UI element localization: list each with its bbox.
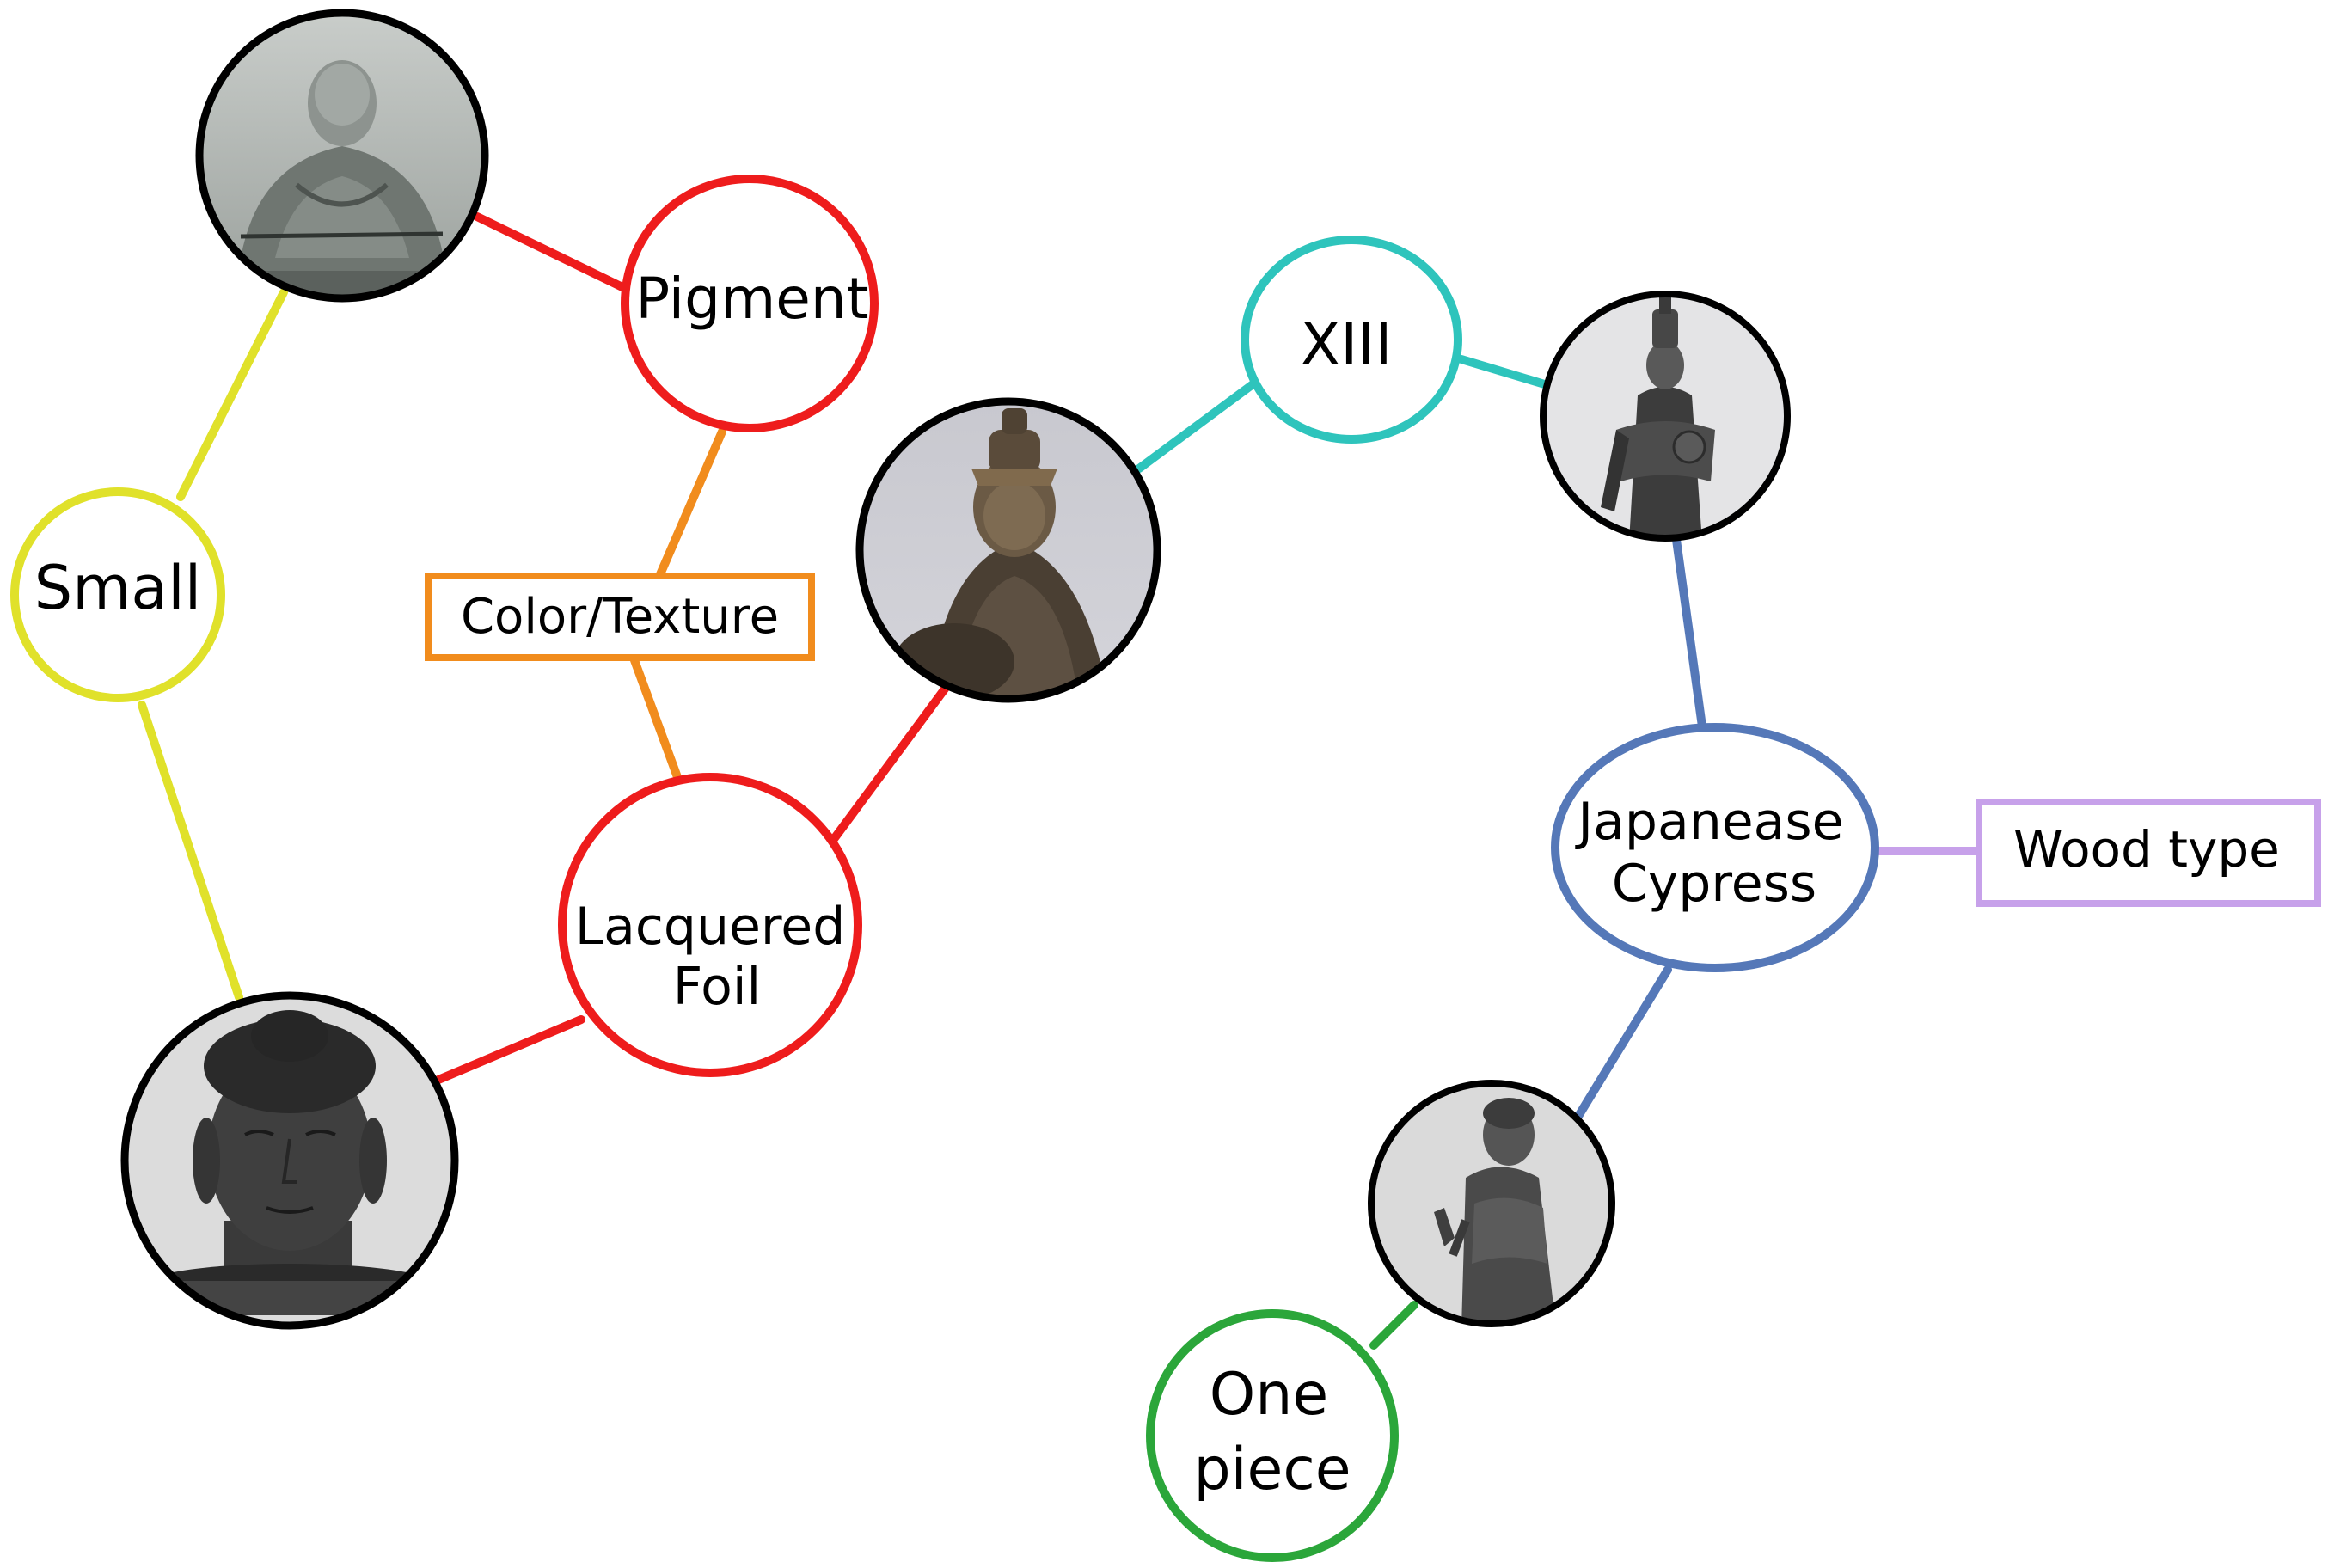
seated-crowned-bodhisattva-statue <box>855 397 1161 703</box>
node-xiii-circle <box>1241 236 1462 444</box>
node-xiii-label: XIII <box>1301 311 1393 379</box>
edge-cypress-to-standing-buddha <box>1573 965 1672 1122</box>
node-one-piece-circle <box>1146 1309 1399 1562</box>
seated-monk-statue-frame <box>195 9 489 303</box>
node-color-texture-label: Color/Texture <box>461 589 779 645</box>
buddha-head-statue-frame <box>120 991 459 1330</box>
seated-monk-statue <box>195 9 489 303</box>
node-color-texture-box <box>425 573 815 661</box>
buddha-head-statue <box>120 991 459 1330</box>
node-lacquered-foil-label-line2: Foil <box>673 957 761 1017</box>
node-xiii: XIII <box>1241 236 1462 444</box>
node-one-piece: One piece <box>1146 1309 1399 1562</box>
node-pigment: Pigment <box>621 175 879 432</box>
node-japanese-cypress: Japanease Cypress <box>1551 723 1879 972</box>
node-pigment-label: Pigment <box>635 266 868 332</box>
node-lacquered-foil-circle <box>558 773 862 1077</box>
edge-seated-statue-to-xiii <box>1135 378 1259 473</box>
node-small-circle <box>10 487 225 702</box>
edge-lacquered-foil-to-seated-statue <box>830 683 950 843</box>
standing-buddha-statue-frame <box>1368 1080 1615 1327</box>
connectors <box>138 212 1980 1350</box>
node-lacquered-foil-label-line1: Lacquered <box>575 897 846 957</box>
node-wood-type: Wood type <box>1976 799 2321 907</box>
edge-small-to-buddha-head <box>138 701 243 1001</box>
node-wood-type-box <box>1976 799 2321 907</box>
edge-monk-to-pigment <box>473 212 628 292</box>
node-one-piece-label-line2: piece <box>1193 1436 1351 1504</box>
edge-xiii-to-standing-statue <box>1457 355 1552 389</box>
edge-standing-buddha-to-one-piece <box>1369 1301 1418 1350</box>
edge-color-texture-to-lacquered-foil <box>630 656 682 781</box>
node-one-piece-label-line1: One <box>1210 1361 1328 1429</box>
seated-crowned-bodhisattva-statue-frame <box>855 397 1161 703</box>
edge-monk-to-small <box>176 288 288 501</box>
standing-buddha-statue <box>1368 1080 1615 1327</box>
node-color-texture: Color/Texture <box>425 573 815 661</box>
node-japanese-cypress-label-line2: Cypress <box>1612 854 1816 914</box>
node-wood-type-label: Wood type <box>2013 820 2280 879</box>
edge-standing-statue-to-cypress <box>1672 536 1706 731</box>
edge-buddha-head-to-lacquered-foil <box>434 1015 585 1084</box>
node-lacquered-foil: Lacquered Foil <box>558 773 862 1077</box>
standing-crowned-bodhisattva-statue-frame <box>1540 291 1791 542</box>
node-japanese-cypress-label-line1: Japanease <box>1574 792 1843 852</box>
node-small: Small <box>10 487 225 702</box>
node-pigment-circle <box>621 175 879 432</box>
node-small-label: Small <box>34 553 201 623</box>
node-japanese-cypress-circle <box>1551 723 1879 972</box>
edge-pigment-to-color-texture <box>656 427 726 579</box>
standing-crowned-bodhisattva-statue <box>1540 291 1791 542</box>
